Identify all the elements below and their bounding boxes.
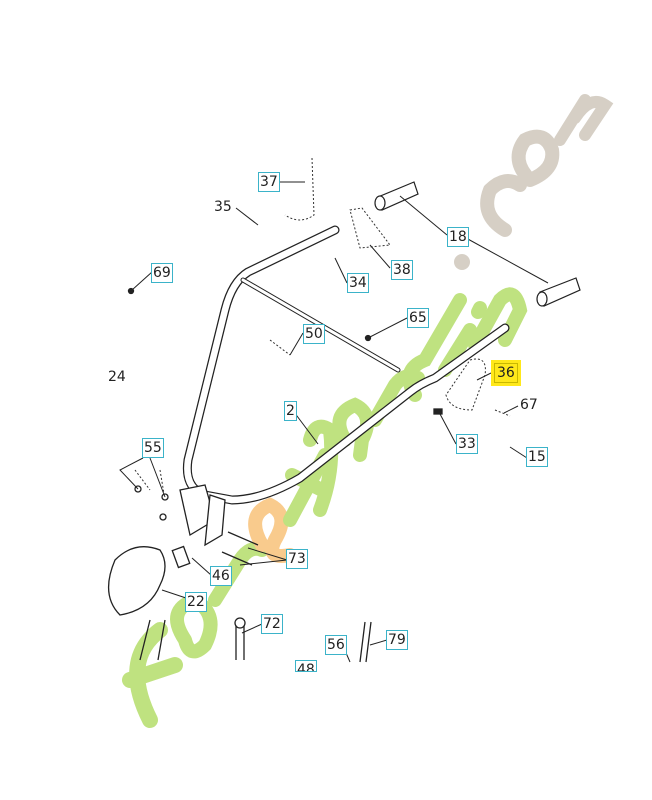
callout-24[interactable]: 24 <box>108 369 126 385</box>
callout-72[interactable]: 72 <box>261 614 283 634</box>
callout-35[interactable]: 35 <box>214 199 232 215</box>
callout-55[interactable]: 55 <box>142 438 164 458</box>
callout-65[interactable]: 65 <box>407 308 429 328</box>
callout-38[interactable]: 38 <box>391 260 413 280</box>
callout-48-partial[interactable]: 48 <box>295 660 317 672</box>
callout-15[interactable]: 15 <box>526 447 548 467</box>
callout-79[interactable]: 79 <box>386 630 408 650</box>
callout-34[interactable]: 34 <box>347 273 369 293</box>
bracket-22 <box>108 287 443 663</box>
callout-36-label: 36 <box>494 363 518 383</box>
callout-69[interactable]: 69 <box>151 263 173 283</box>
handle-frame <box>182 225 510 505</box>
callout-37[interactable]: 37 <box>258 172 280 192</box>
callout-67[interactable]: 67 <box>520 397 538 413</box>
grip-18 <box>374 181 581 307</box>
callout-36-selected[interactable]: 36 <box>491 360 521 386</box>
callout-33[interactable]: 33 <box>456 434 478 454</box>
callout-50[interactable]: 50 <box>303 324 325 344</box>
callout-22[interactable]: 22 <box>185 592 207 612</box>
callout-46[interactable]: 46 <box>210 566 232 586</box>
callout-56[interactable]: 56 <box>325 635 347 655</box>
callout-2[interactable]: 2 <box>284 401 297 421</box>
callout-73[interactable]: 73 <box>286 549 308 569</box>
callout-18[interactable]: 18 <box>447 227 469 247</box>
